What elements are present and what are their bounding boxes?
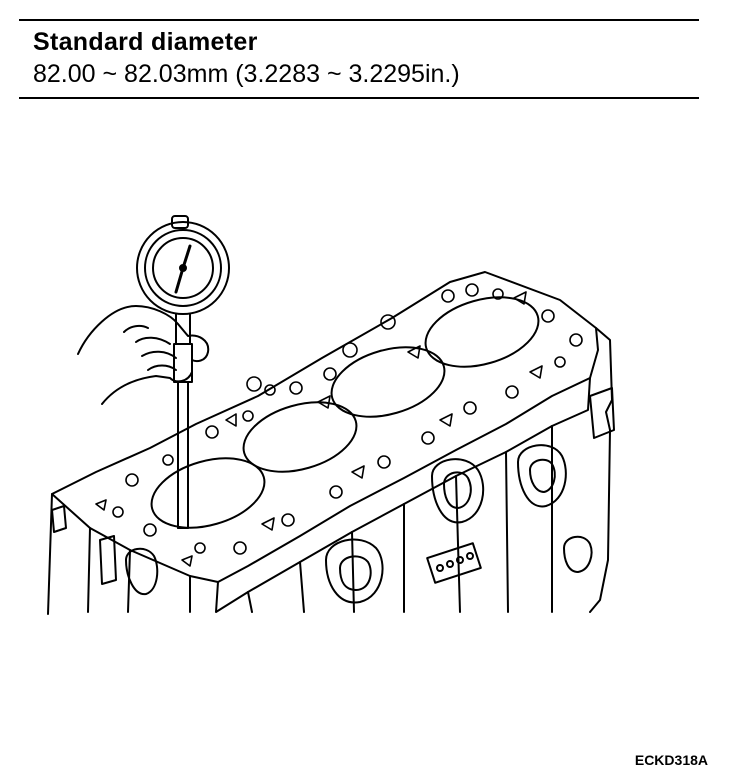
spec-title: Standard diameter (33, 28, 258, 56)
figure-code: ECKD318A (634, 752, 708, 768)
cylinder-bores (150, 296, 540, 529)
top-rule (19, 19, 699, 21)
bottom-rule (19, 97, 699, 99)
engine-block (47, 271, 615, 615)
dial-bore-gauge (136, 215, 230, 529)
block-deck-outline (51, 271, 599, 583)
spec-value: 82.00 ~ 82.03mm (3.2283 ~ 3.2295in.) (33, 60, 460, 88)
deck-holes (95, 283, 583, 567)
